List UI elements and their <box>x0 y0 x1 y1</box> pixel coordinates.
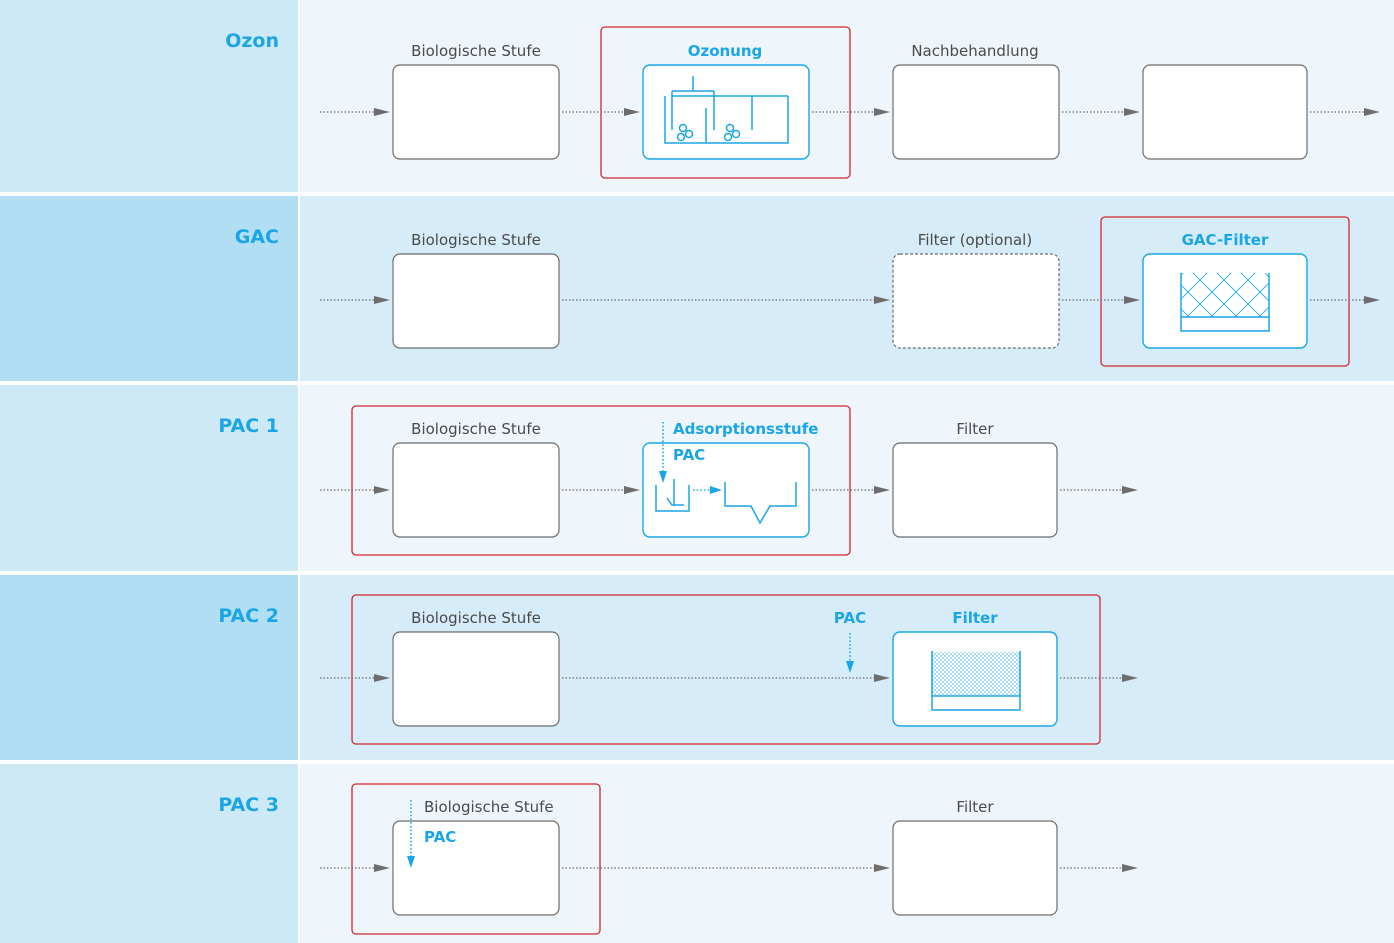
row-label-cell: PAC 2 <box>0 575 298 760</box>
process-box <box>1142 64 1308 160</box>
flow-arrow <box>1310 108 1380 116</box>
row-content: Biologische Stufe Filter (optional) GAC-… <box>300 196 1394 381</box>
process-diagram: Biologische Stufe PAC Filter <box>320 594 1138 745</box>
process-box <box>392 253 560 349</box>
process-box <box>392 442 560 538</box>
stage-label: Filter <box>956 798 994 816</box>
process-box <box>642 442 810 538</box>
flow-arrow <box>562 486 640 494</box>
row-label: Ozon <box>225 30 279 52</box>
gac-filter-icon <box>1180 273 1270 332</box>
stage-label: Adsorptionsstufe <box>673 420 818 438</box>
row-label-cell: GAC <box>0 196 298 381</box>
flow-arrow <box>562 296 890 304</box>
process-box <box>892 442 1058 538</box>
process-diagram: Biologische Stufe Filter (optional) GAC-… <box>320 216 1380 367</box>
stage-label: Ozonung <box>688 42 763 60</box>
row-label: PAC 3 <box>218 794 279 816</box>
dosing-arrow-head <box>659 471 667 483</box>
ozonation-tank-icon <box>664 76 789 144</box>
highlight-frame <box>351 783 601 935</box>
row-pac2: PAC 2 Biologische Stufe PAC Filter <box>0 575 1394 760</box>
process-box <box>892 820 1058 916</box>
flow-arrow <box>320 486 390 494</box>
highlight-frame <box>351 594 1101 745</box>
optional-process-box <box>892 253 1060 349</box>
flow-arrow <box>812 486 890 494</box>
stage-label: Biologische Stufe <box>411 609 541 627</box>
process-diagram: Biologische Stufe Ozonung Nachbehandlung <box>320 26 1380 179</box>
stage-label: Biologische Stufe <box>411 231 541 249</box>
adsorption-reactor-icon <box>655 479 797 525</box>
flow-arrow <box>1062 296 1140 304</box>
stage-label: Biologische Stufe <box>411 420 541 438</box>
flow-arrow <box>562 864 890 872</box>
dosing-label: PAC <box>673 446 705 464</box>
row-pac3: PAC 3 Biologische Stufe PAC Filter <box>0 764 1394 943</box>
row-content: Biologische Stufe PAC Filter <box>300 575 1394 760</box>
row-label: PAC 1 <box>218 415 279 437</box>
flow-arrow <box>1060 864 1138 872</box>
row-ozon: Ozon Biologische Stufe Ozonung <box>0 0 1394 192</box>
flow-arrow <box>320 864 390 872</box>
dosing-label: PAC <box>834 609 866 627</box>
process-diagram: Biologische Stufe Adsorptionsstufe PAC F… <box>320 405 1138 556</box>
row-content: Biologische Stufe Adsorptionsstufe PAC F… <box>300 385 1394 571</box>
row-label: GAC <box>234 226 279 248</box>
process-box <box>642 64 810 160</box>
process-box <box>392 820 560 916</box>
process-box <box>392 631 560 727</box>
flow-arrow <box>320 108 390 116</box>
flow-arrow <box>1060 674 1138 682</box>
row-content: Biologische Stufe Ozonung Nachbehandlung <box>300 0 1394 192</box>
flow-arrow <box>562 108 640 116</box>
stage-label: Nachbehandlung <box>911 42 1038 60</box>
highlight-frame <box>600 26 851 179</box>
flow-arrow <box>1310 296 1380 304</box>
process-box <box>892 64 1060 160</box>
row-pac1: PAC 1 Biologische Stufe Adsorptionsstufe… <box>0 385 1394 571</box>
row-label: PAC 2 <box>218 605 279 627</box>
flow-arrow <box>320 296 390 304</box>
row-gac: GAC Biologische Stufe Filter (optional) … <box>0 196 1394 381</box>
row-label-cell: PAC 3 <box>0 764 298 943</box>
stage-label: Filter <box>952 609 998 627</box>
stage-label: GAC-Filter <box>1182 231 1269 249</box>
process-diagram: Biologische Stufe PAC Filter <box>320 783 1138 935</box>
flow-arrow <box>1062 108 1140 116</box>
row-label-cell: PAC 1 <box>0 385 298 571</box>
dosing-label: PAC <box>424 828 456 846</box>
stage-label: Biologische Stufe <box>411 42 541 60</box>
stage-label: Biologische Stufe <box>424 798 554 816</box>
highlight-frame <box>1100 216 1350 367</box>
dosing-arrow-head <box>846 661 854 673</box>
flow-arrow <box>562 674 890 682</box>
sand-filter-icon <box>931 651 1021 711</box>
stage-label: Filter (optional) <box>918 231 1032 249</box>
flow-arrow <box>812 108 890 116</box>
flow-arrow <box>1060 486 1138 494</box>
highlight-frame <box>351 405 851 556</box>
stage-label: Filter <box>956 420 994 438</box>
flow-arrow <box>320 674 390 682</box>
row-content: Biologische Stufe PAC Filter <box>300 764 1394 943</box>
dosing-arrow-head <box>407 856 415 868</box>
process-box <box>392 64 560 160</box>
row-label-cell: Ozon <box>0 0 298 192</box>
